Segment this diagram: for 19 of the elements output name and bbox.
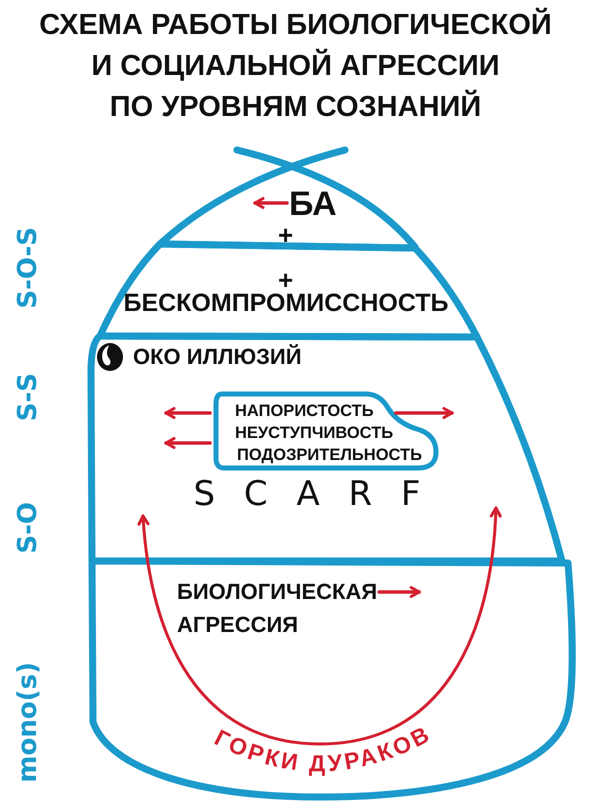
arrow — [164, 437, 212, 449]
level-label: S-O-S — [14, 227, 42, 309]
level-label: S-O — [14, 502, 42, 554]
band-label: ОКО ИЛЛЮЗИЙ — [133, 344, 302, 370]
level-label: S-S — [14, 373, 42, 422]
band-label: БИОЛОГИЧЕСКАЯ АГРЕССИЯ — [177, 575, 378, 641]
curved-arrow — [138, 506, 502, 746]
level-label: mono(s) — [14, 662, 42, 782]
arrow — [164, 407, 212, 419]
band-label: БА — [289, 185, 337, 223]
trait-label: ПОДОЗРИТЕЛЬНОСТЬ — [237, 445, 422, 466]
title: СХЕМА РАБОТЫ БИОЛОГИЧЕСКОЙ И СОЦИАЛЬНОЙ АГРЕССИИ ПО УРОВНЯМ СОЗНАНИЙ — [39, 6, 552, 125]
trait-label: НЕУСТУПЧИВОСТЬ — [235, 423, 394, 444]
arrow — [377, 586, 421, 598]
acronym-label: S C A R F — [194, 474, 420, 514]
arrow — [394, 407, 454, 419]
trait-label: НАПОРИСТОСТЬ — [235, 401, 374, 422]
arrow — [253, 197, 289, 209]
plus-sign: + — [278, 222, 294, 248]
